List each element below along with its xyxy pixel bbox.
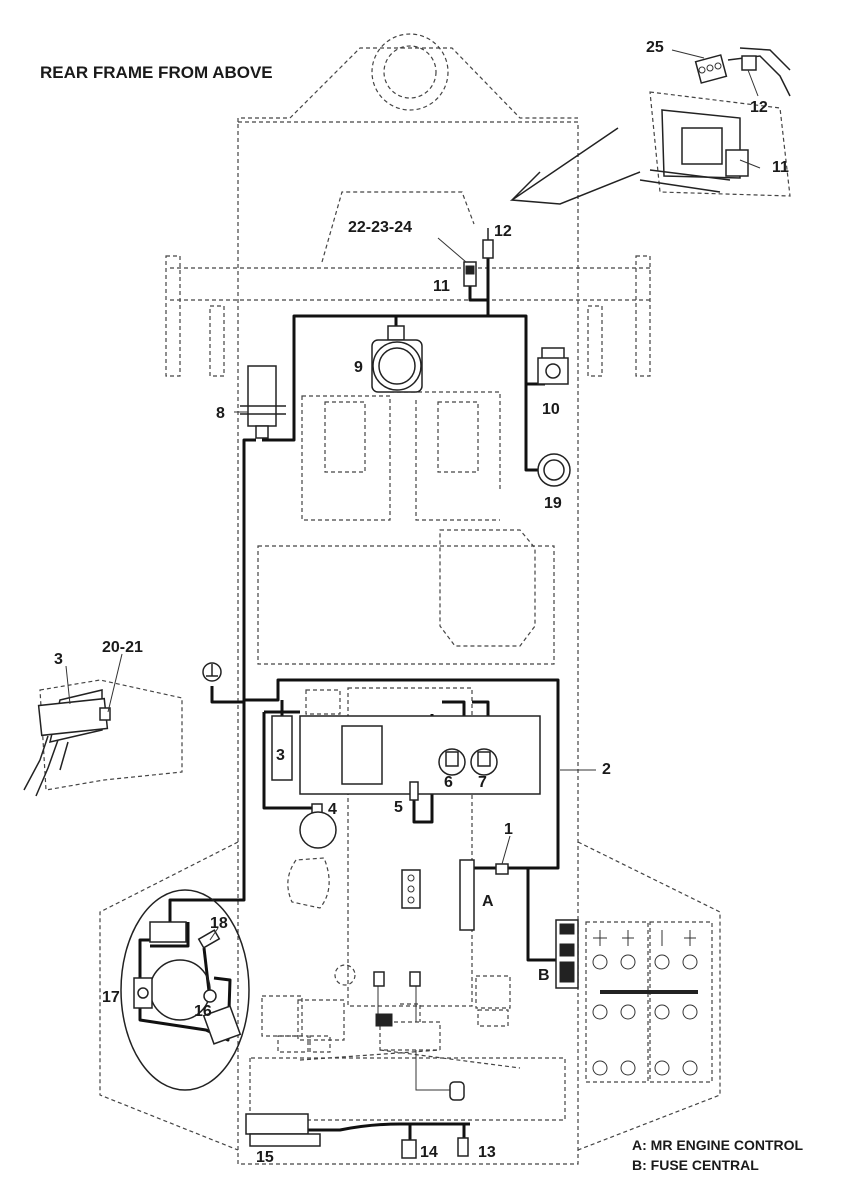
- legend-b: B: FUSE CENTRAL: [632, 1157, 759, 1173]
- label-6: 6: [444, 774, 453, 791]
- connector-c: [375, 1013, 393, 1027]
- connector-b: [409, 971, 421, 987]
- label-1: 1: [504, 821, 513, 838]
- label-18: 18: [210, 915, 228, 932]
- component-19: [537, 453, 571, 487]
- component-13: [457, 1137, 469, 1157]
- label-B: B: [538, 967, 550, 984]
- label-2: 2: [602, 761, 611, 778]
- label-12: 12: [494, 223, 512, 240]
- component-8: [240, 365, 286, 439]
- connector-d: [449, 1081, 465, 1101]
- label-19: 19: [544, 495, 562, 512]
- component-10: [537, 347, 569, 385]
- center-connector: [401, 869, 421, 909]
- label-17: 17: [102, 989, 120, 1006]
- legend: A: MR ENGINE CONTROL B: FUSE CENTRAL: [632, 1137, 804, 1173]
- part-labels: 25 12 11 22-23-24 12 11 9 10 8 19 3 20-2…: [54, 39, 789, 1166]
- label-22-23-24: 22-23-24: [348, 219, 412, 236]
- wiring-harness: [138, 258, 560, 1142]
- diagram-title: REAR FRAME FROM ABOVE: [40, 63, 273, 82]
- label-11: 11: [433, 278, 450, 295]
- rear-frame-outline: [99, 33, 721, 1165]
- label-3-inset: 3: [54, 651, 63, 668]
- component-11-12: [463, 228, 494, 287]
- battery-pack: [592, 930, 698, 1076]
- label-20-21: 20-21: [102, 639, 143, 656]
- component-4: [299, 803, 337, 849]
- ground-icon: [202, 662, 222, 682]
- component-3: [271, 715, 293, 781]
- component-5: [409, 781, 419, 801]
- fuse-central-B: [555, 919, 579, 989]
- component-15: [245, 1113, 321, 1147]
- label-15: 15: [256, 1149, 274, 1166]
- component-14: [401, 1139, 417, 1159]
- inset-left: [23, 679, 183, 797]
- label-4: 4: [328, 801, 337, 818]
- component-1: [495, 863, 509, 875]
- engine-control-A: [459, 859, 475, 931]
- label-13: 13: [478, 1144, 496, 1161]
- engine-area: [120, 889, 250, 1091]
- label-10: 10: [542, 401, 560, 418]
- label-5: 5: [394, 799, 403, 816]
- legend-a: A: MR ENGINE CONTROL: [632, 1137, 804, 1153]
- label-3: 3: [276, 747, 285, 764]
- component-9: [371, 325, 423, 393]
- label-25: 25: [646, 39, 664, 56]
- inset-top-right: [509, 47, 791, 205]
- label-16: 16: [194, 1003, 212, 1020]
- label-A: A: [482, 893, 494, 910]
- label-7: 7: [478, 774, 487, 791]
- control-module: [299, 689, 541, 795]
- label-8: 8: [216, 405, 225, 422]
- label-12-inset: 12: [750, 99, 768, 116]
- label-14: 14: [420, 1144, 438, 1161]
- connector-a: [373, 971, 385, 987]
- label-9: 9: [354, 359, 363, 376]
- leader-lines: [65, 49, 761, 941]
- label-11-inset: 11: [772, 159, 789, 176]
